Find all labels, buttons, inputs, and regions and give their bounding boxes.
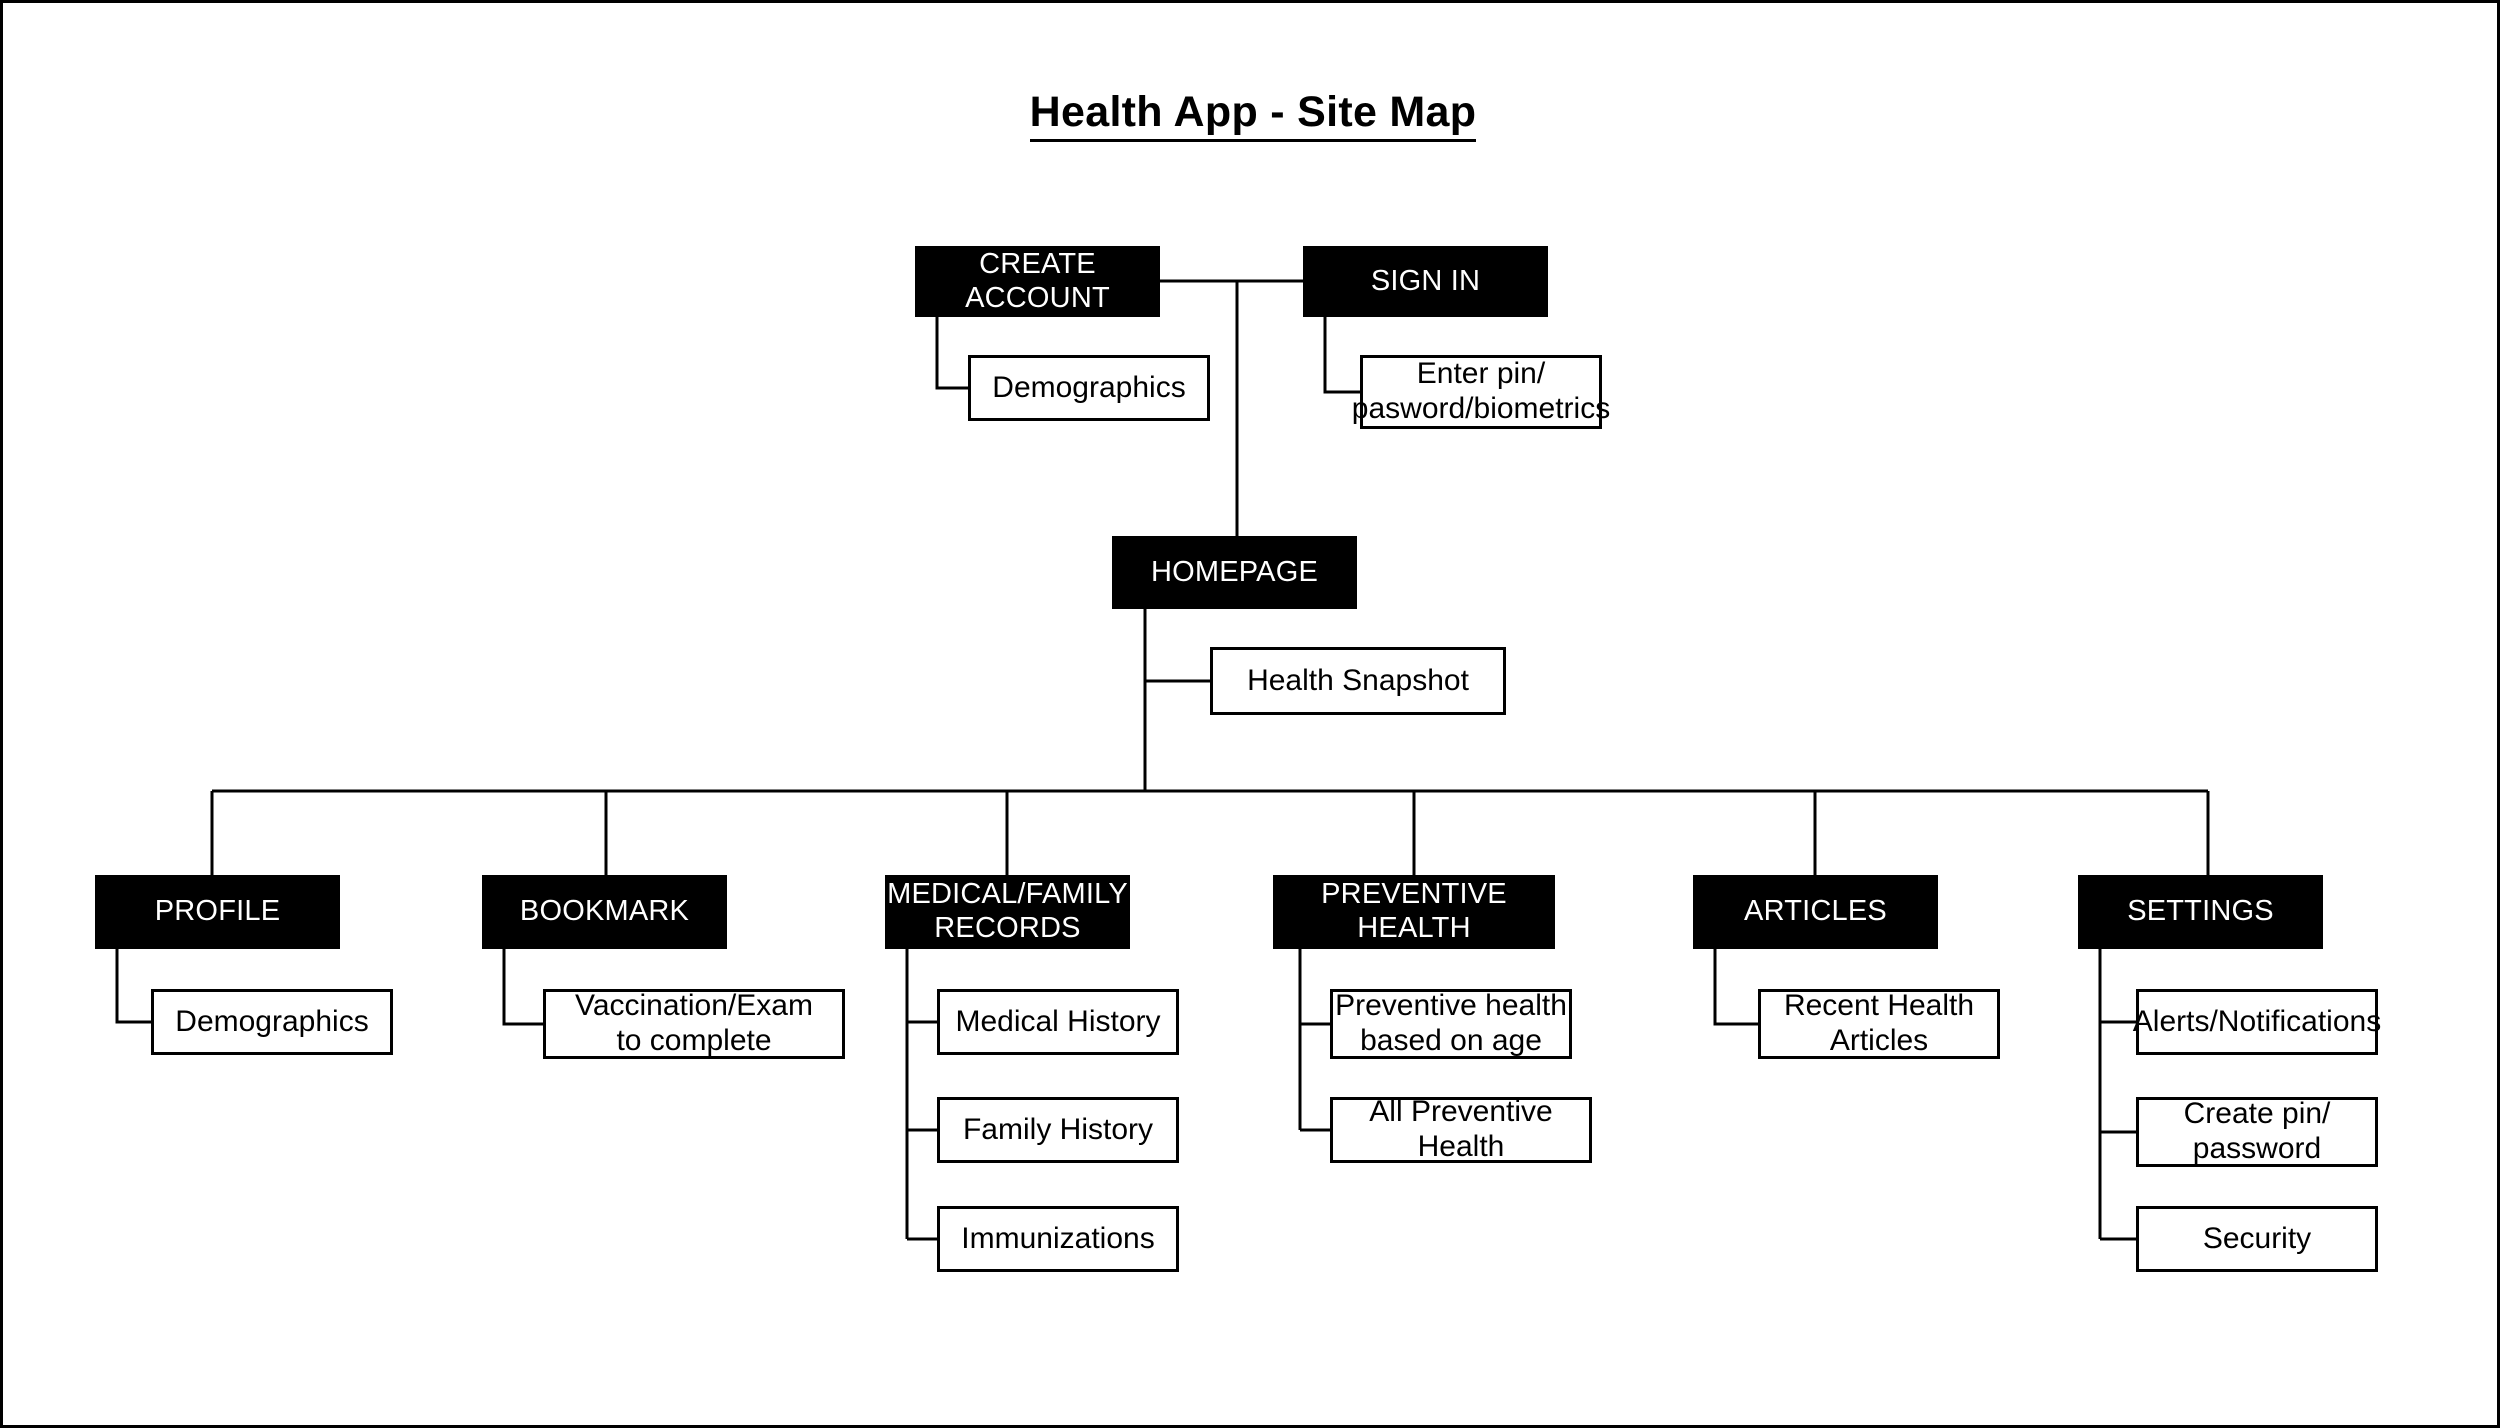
- connector-lines: [115, 279, 2210, 1241]
- node-all-preventive-health[interactable]: All Preventive Health: [1330, 1095, 1592, 1163]
- node-immunizations[interactable]: Immunizations: [937, 1206, 1179, 1272]
- edge-profile-to-demographics: [115, 949, 151, 1024]
- node-sign-in[interactable]: SIGN IN: [1303, 246, 1548, 317]
- node-create-account-demographics[interactable]: Demographics: [968, 355, 1210, 421]
- node-create-account[interactable]: CREATE ACCOUNT: [915, 246, 1160, 317]
- edge-homepage-to-health-snapshot: [1143, 609, 1210, 683]
- node-bookmark[interactable]: BOOKMARK: [482, 875, 727, 949]
- page-title-text: Health App - Site Map: [1029, 88, 1477, 142]
- node-create-pin-password[interactable]: Create pin/ password: [2136, 1097, 2378, 1167]
- edge-articles-to-recent-articles: [1713, 949, 1758, 1026]
- node-settings[interactable]: SETTINGS: [2078, 875, 2323, 949]
- node-homepage[interactable]: HOMEPAGE: [1112, 536, 1357, 609]
- node-health-snapshot[interactable]: Health Snapshot: [1210, 647, 1506, 715]
- node-preventive-health-by-age[interactable]: Preventive health based on age: [1330, 989, 1572, 1059]
- node-family-history[interactable]: Family History: [937, 1097, 1179, 1163]
- edge-bookmark-to-vaccination: [502, 949, 543, 1026]
- node-recent-health-articles[interactable]: Recent Health Articles: [1758, 989, 2000, 1059]
- node-sign-in-enter-pin[interactable]: Enter pin/ pasword/biometrics: [1352, 355, 1610, 429]
- node-alerts-notifications[interactable]: Alerts/Notifications: [2133, 989, 2381, 1055]
- node-security[interactable]: Security: [2136, 1206, 2378, 1272]
- page-title: Health App - Site Map: [3, 88, 2497, 142]
- node-articles[interactable]: ARTICLES: [1693, 875, 1938, 949]
- node-medical-family-records[interactable]: MEDICAL/FAMILY RECORDS: [885, 875, 1130, 949]
- edge-create-account-to-demographics: [935, 317, 968, 390]
- node-preventive-health[interactable]: PREVENTIVE HEALTH: [1273, 875, 1555, 949]
- node-profile-demographics[interactable]: Demographics: [151, 989, 393, 1055]
- node-profile[interactable]: PROFILE: [95, 875, 340, 949]
- node-bookmark-vaccination[interactable]: Vaccination/Exam to complete: [543, 989, 845, 1059]
- node-medical-history[interactable]: Medical History: [937, 989, 1179, 1055]
